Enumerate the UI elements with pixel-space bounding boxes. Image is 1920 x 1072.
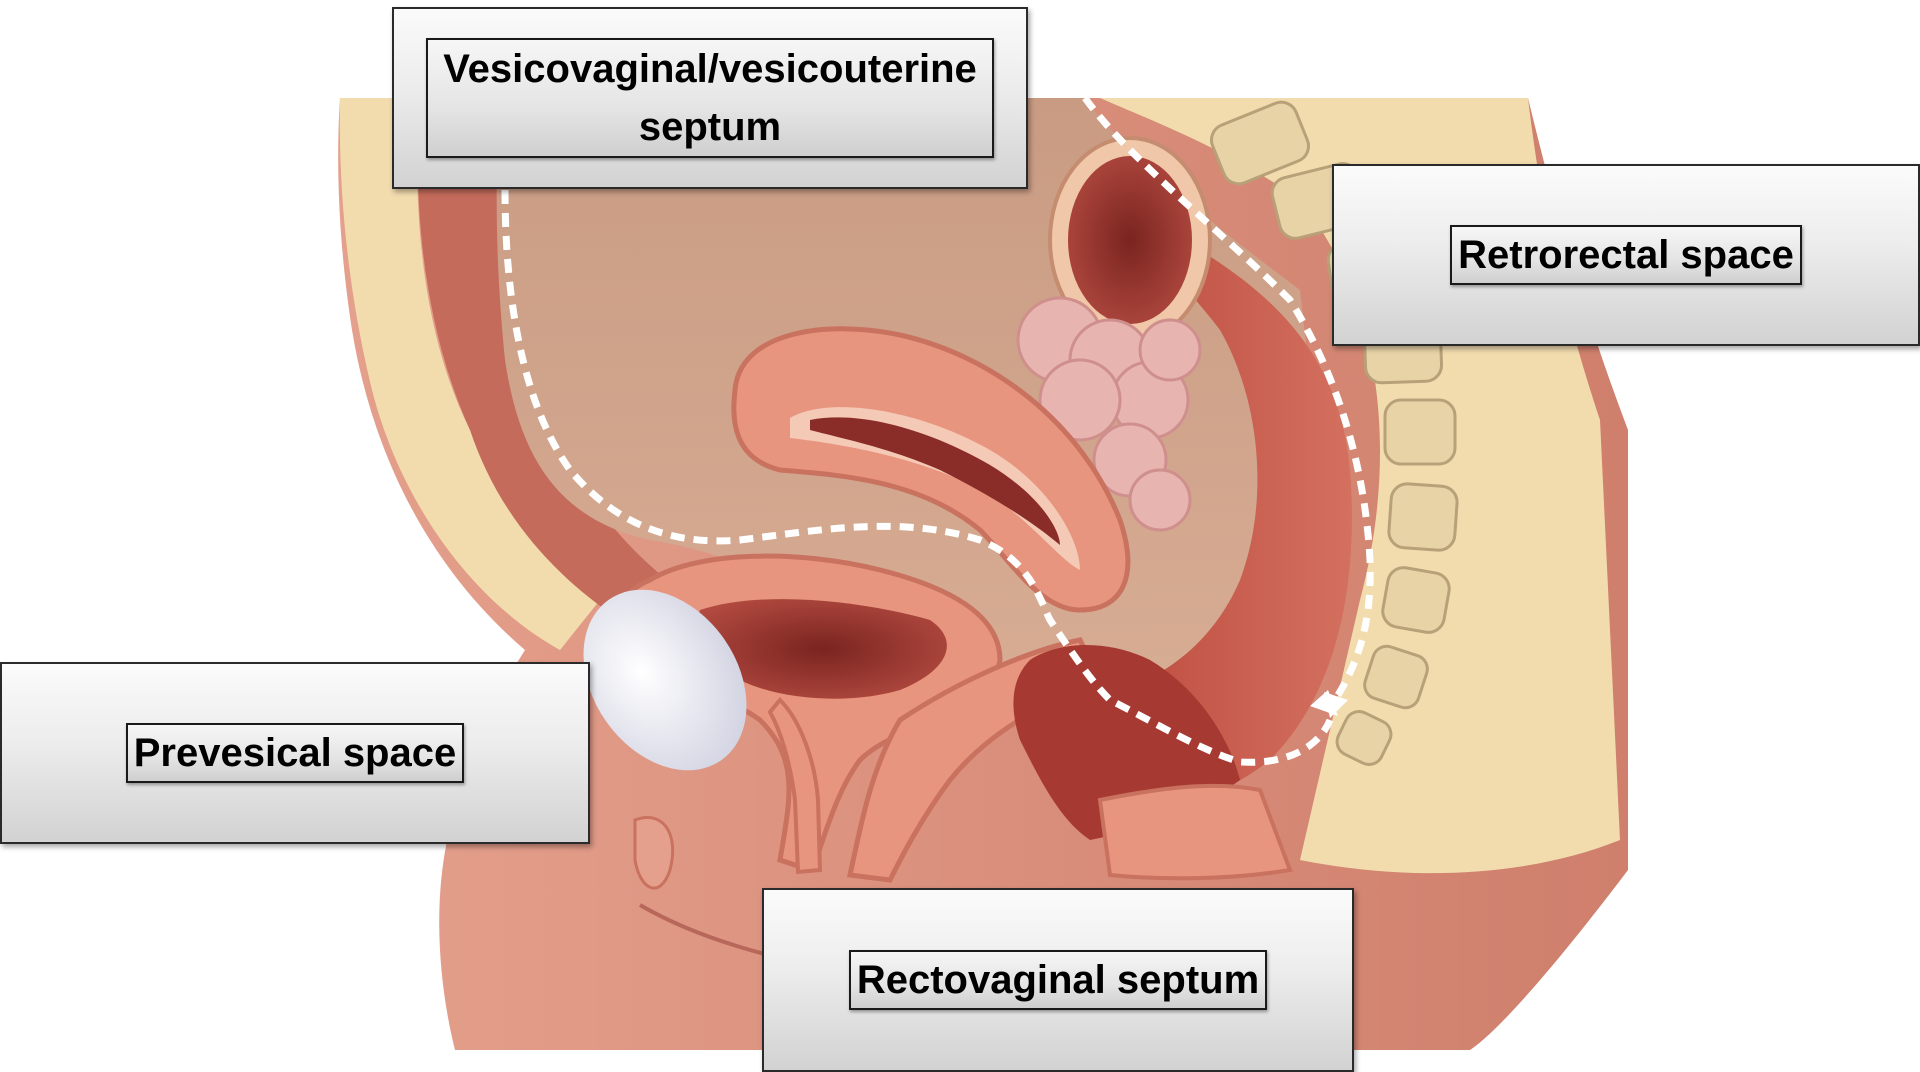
prevesical-callout: Prevesical space — [0, 662, 590, 844]
retrorectal-callout: Retrorectal space — [1332, 164, 1920, 346]
rectovaginal-callout: Rectovaginal septum — [762, 888, 1354, 1072]
prevesical-label: Prevesical space — [126, 723, 464, 783]
rectovaginal-label: Rectovaginal septum — [849, 950, 1267, 1010]
retrorectal-label: Retrorectal space — [1450, 225, 1802, 285]
perineal-body — [1100, 786, 1290, 878]
external-genitalia — [635, 817, 673, 888]
vesicovaginal-label: Vesicovaginal/vesicouterine septum — [426, 38, 994, 158]
vesicovaginal-callout: Vesicovaginal/vesicouterine septum — [392, 7, 1028, 189]
